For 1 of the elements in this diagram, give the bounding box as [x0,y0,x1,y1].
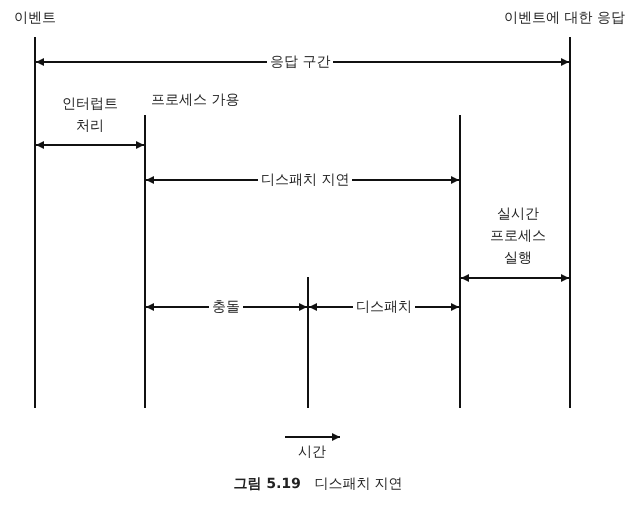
figure-caption: 그림 5.19 디스패치 지연 [234,475,403,493]
